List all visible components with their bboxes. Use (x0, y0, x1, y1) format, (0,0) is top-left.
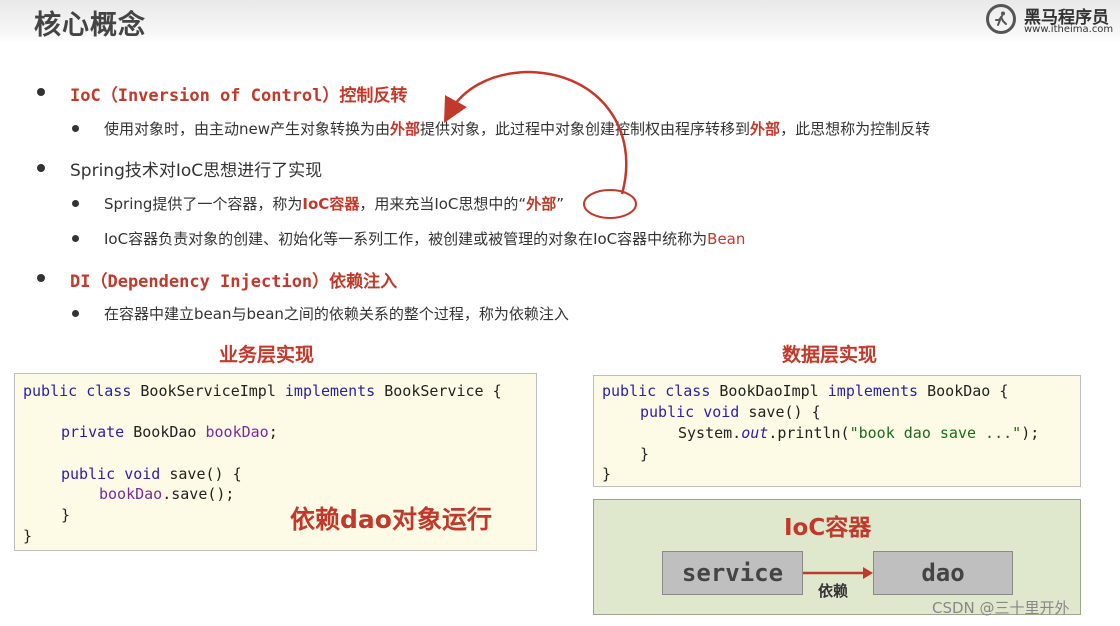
code-keyword: public class (602, 382, 720, 400)
bullet-dot (37, 88, 45, 96)
code-type: BookDao (133, 423, 206, 441)
dependency-note: 依赖dao对象运行 (290, 505, 492, 534)
ioc-definition: 使用对象时，由主动new产生对象转换为由外部提供对象，此过程中对象创建控制权由程… (104, 118, 930, 139)
bullet-dot (37, 274, 45, 282)
logo-name: 黑马程序员 (1024, 8, 1109, 28)
dao-panel-title: 数据层实现 (782, 344, 878, 366)
ioc-def-text: ，此思想称为控制反转 (780, 120, 931, 138)
highlight-external: 外部 (526, 195, 557, 213)
csdn-watermark: CSDN @三十里开外 (932, 599, 1070, 617)
code-line: public void save() { (61, 465, 242, 483)
code-class-name: BookServiceImpl (140, 382, 285, 400)
code-string: "book dao save ..." (849, 424, 1022, 442)
spring-heading: Spring技术对IoC思想进行了实现 (70, 161, 323, 181)
highlight-external: 外部 (750, 120, 781, 138)
code-method: save() { (748, 403, 821, 421)
bean-text: IoC容器负责对象的创建、初始化等一系列工作，被创建或被管理的对象在IoC容器中… (104, 230, 708, 248)
code-line: public class BookDaoImpl implements Book… (602, 382, 1008, 400)
code-line: System.out.println("book dao save ..."); (678, 424, 1039, 442)
itheima-logo: 黑马程序员 www.itheima.com (986, 3, 1116, 39)
slide-header: 核心概念 黑马程序员 www.itheima.com (0, 0, 1120, 44)
code-line: public class BookServiceImpl implements … (23, 382, 502, 400)
code-call: .save(); (162, 485, 235, 503)
ioc-container: IoC容器 service dao 依赖 (593, 499, 1081, 615)
service-box: service (662, 551, 803, 595)
sub-bullet-dot (72, 125, 79, 132)
code-punct: ; (268, 423, 278, 441)
code-text: ); (1021, 424, 1040, 442)
code-text: System. (678, 424, 742, 442)
spring-text: ，用来充当IoC思想中的“ (359, 195, 527, 213)
sub-bullet-dot (72, 235, 79, 242)
service-code-block: public class BookServiceImpl implements … (14, 373, 537, 551)
code-line: } (61, 506, 71, 524)
code-field: bookDao (99, 485, 163, 503)
code-line: private BookDao bookDao; (61, 423, 278, 441)
code-field: bookDao (205, 423, 269, 441)
dependency-arrow (803, 567, 873, 579)
spring-container-line: Spring提供了一个容器，称为IoC容器，用来充当IoC思想中的“外部” (104, 193, 564, 214)
dependency-arrow-label: 依赖 (818, 582, 849, 600)
dao-code-block: public class BookDaoImpl implements Book… (593, 375, 1081, 487)
code-line: } (602, 465, 612, 483)
spring-text: ” (556, 195, 564, 213)
code-keyword: public class (23, 382, 141, 400)
code-line: public void save() { (640, 403, 821, 421)
logo-url: www.itheima.com (1024, 24, 1114, 35)
ioc-container-title: IoC容器 (784, 515, 872, 541)
sub-bullet-dot (72, 200, 79, 207)
spring-text: Spring提供了一个容器，称为 (104, 195, 303, 213)
code-keyword: implements (827, 382, 928, 400)
code-interface: BookDao { (927, 382, 1009, 400)
bullet-dot (37, 164, 45, 172)
ioc-def-text: 提供对象，此过程中对象创建控制权由程序转移到 (420, 120, 751, 138)
di-heading: DI（Dependency Injection）依赖注入 (70, 272, 398, 292)
dao-box: dao (873, 551, 1013, 595)
code-keyword: private (61, 423, 134, 441)
sub-bullet-dot (72, 310, 79, 317)
bean-line: IoC容器负责对象的创建、初始化等一系列工作，被创建或被管理的对象在IoC容器中… (104, 228, 745, 249)
code-keyword: public void (640, 403, 749, 421)
ioc-def-text: 使用对象时，由主动new产生对象转换为由 (104, 120, 391, 138)
code-class-name: BookDaoImpl (719, 382, 828, 400)
runner-icon (986, 4, 1016, 34)
code-keyword: implements (284, 382, 385, 400)
ioc-heading: IoC（Inversion of Control）控制反转 (70, 86, 408, 106)
service-panel-title: 业务层实现 (219, 344, 315, 366)
code-method: save() { (169, 465, 242, 483)
code-text: .println( (768, 424, 850, 442)
code-keyword: public void (61, 465, 170, 483)
code-static-field: out (741, 424, 769, 442)
code-line: } (23, 527, 33, 545)
page-title: 核心概念 (34, 10, 146, 41)
highlight-external: 外部 (390, 120, 421, 138)
code-interface: BookService { (384, 382, 502, 400)
di-definition: 在容器中建立bean与bean之间的依赖关系的整个过程，称为依赖注入 (104, 305, 569, 323)
code-line: } (640, 445, 650, 463)
highlight-bean: Bean (707, 230, 746, 248)
highlight-ioc-container: IoC容器 (302, 195, 360, 213)
code-line: bookDao.save(); (99, 485, 234, 503)
